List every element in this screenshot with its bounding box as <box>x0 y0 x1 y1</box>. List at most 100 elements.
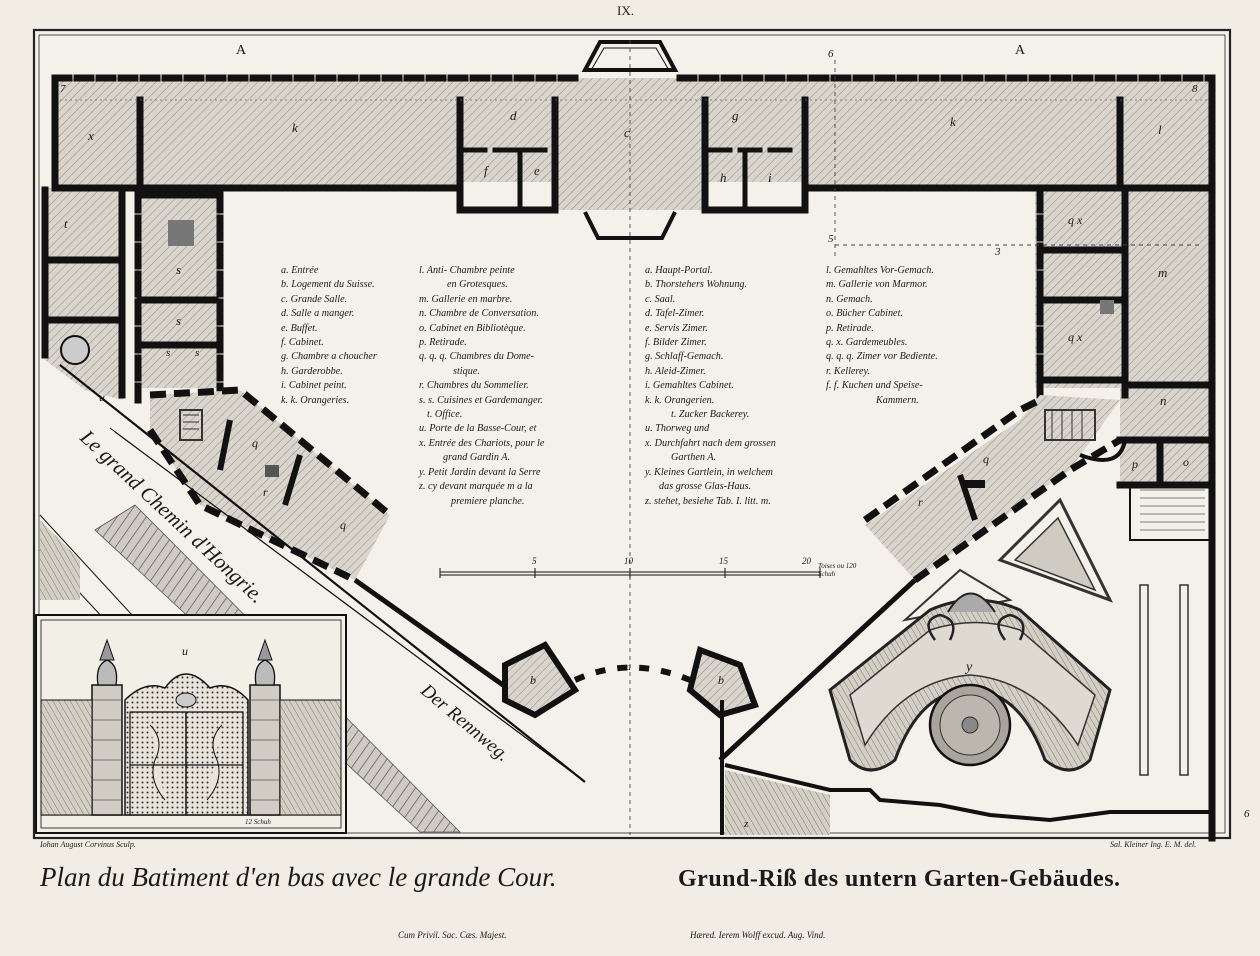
legend-item: l. Anti- Chambre peinte <box>419 265 515 276</box>
axis-label-a-left: A <box>236 43 247 58</box>
room-letter-b-left: b <box>530 673 536 687</box>
room-letter-k-right: k <box>950 114 956 129</box>
legend-item: i. Gemahltes Cabinet. <box>645 380 734 392</box>
engineer-signature: Sal. Kleiner Ing. E. M. del. <box>1110 840 1197 849</box>
axis-lines <box>629 40 1200 835</box>
legend-item: l. Gemahltes Vor-Gemach. <box>826 265 934 276</box>
legend-item: k. k. Orangerien. <box>645 394 715 406</box>
legend-german-col1: a. Haupt-Portal. b. Thorstehers Wohnung.… <box>645 264 776 509</box>
room-letter-u-gate: u <box>182 644 188 658</box>
room-letter-n: n <box>1160 393 1167 408</box>
room-letter-r-2: r <box>918 495 923 509</box>
legend-item: f. f. Kuchen und Speise- <box>826 380 923 392</box>
room-letter-z: z <box>744 818 749 830</box>
legend-item: en Grotesques. <box>447 279 508 291</box>
legend-item: r. Chambres du Sommelier. <box>419 380 529 392</box>
room-letter-t: t <box>64 216 68 231</box>
legend-item: e. Buffet. <box>281 322 318 334</box>
right-diagonal-wing <box>862 395 1127 583</box>
legend-item: das grosse Glas-Haus. <box>659 481 752 493</box>
legend-item: Kammern. <box>876 394 919 406</box>
legend-item: d. Tafel-Zimer. <box>645 308 705 320</box>
room-letter-c: c <box>624 125 630 140</box>
legend-item: g. Chambre a choucher <box>281 351 377 363</box>
scale-label-5: 5 <box>532 556 537 566</box>
room-letter-s-4: s <box>195 347 200 359</box>
room-letter-a: a <box>626 662 631 673</box>
privilege-note: Cum Privil. Sac. Cæs. Majest. <box>398 930 507 940</box>
legend-item: b. Thorstehers Wohnung. <box>645 279 748 291</box>
room-letter-f: f <box>484 163 488 178</box>
room-letter-l: l <box>1158 122 1162 137</box>
room-letter-k-left: k <box>292 120 298 135</box>
legend-item: Garthen A. <box>671 452 717 464</box>
legend-item: f. Cabinet. <box>281 337 324 349</box>
engraver-signature: Iohan August Corvinus Sculp. <box>40 840 136 849</box>
legend-item: b. Logement du Suisse. <box>281 279 375 291</box>
axis-label-8-right: 8 <box>1192 83 1198 95</box>
axis-label-6-bottom: 6 <box>1244 808 1250 820</box>
room-letter-q-3: q <box>983 452 989 466</box>
room-letter-s-3: s <box>166 347 171 359</box>
axis-label-3-right: 3 <box>995 246 1001 258</box>
legend-item: x. Durchfahrt nach dem grossen <box>645 437 776 449</box>
legend-item: a. Haupt-Portal. <box>645 265 713 276</box>
axis-label-7-left: 7 <box>60 83 66 95</box>
legend-item: z. cy devant marquée m a la <box>419 481 533 493</box>
legend-item: i. Cabinet peint. <box>281 380 347 392</box>
room-letter-x: x <box>88 128 94 143</box>
legend-item: c. Grande Salle. <box>281 293 348 305</box>
axis-label-5-mid: 5 <box>828 233 834 245</box>
scale-label-20: 20 <box>802 556 811 566</box>
legend-item: c. Saal. <box>645 293 676 305</box>
legend-item: o. Bücher Cabinet. <box>826 308 903 320</box>
room-letter-d: d <box>510 108 517 123</box>
room-letter-e: e <box>534 163 540 178</box>
room-letter-q-1: q <box>252 436 258 450</box>
legend-item: premiere planche. <box>451 495 525 507</box>
room-letter-u-road: u <box>99 390 105 404</box>
legend-item: y. Kleines Gartlein, in welchem <box>645 466 773 478</box>
legend-item: stique. <box>453 365 480 377</box>
room-letter-i: i <box>768 170 772 185</box>
legend-item: x. Entrée des Chariots, pour le <box>419 437 545 449</box>
legend-item: m. Gallerie von Marmor. <box>826 279 928 291</box>
legend-item: p. Retirade. <box>419 337 467 349</box>
legend-item: a. Entrée <box>281 265 319 276</box>
legend-item: h. Garderobbe. <box>281 365 343 377</box>
legend-item: s. s. Cuisines et Gardemanger. <box>419 394 543 406</box>
scale-label-10: 10 <box>624 556 633 566</box>
scale-label-15: 15 <box>719 556 728 566</box>
room-letter-o: o <box>1183 455 1189 469</box>
legend-item: z. stehet, besiehe Tab. I. litt. m. <box>645 495 771 507</box>
plate-number: IX. <box>617 3 634 18</box>
legend-item: p. Retirade. <box>826 322 874 334</box>
legend-item: m. Gallerie en marbre. <box>419 293 513 305</box>
legend-german-col2: l. Gemahltes Vor-Gemach. m. Gallerie von… <box>826 264 938 408</box>
gate-elevation-inset <box>35 614 347 834</box>
room-letter-m: m <box>1158 265 1168 280</box>
legend-item: grand Gardin A. <box>443 452 511 464</box>
inset-scale-label: 12 Schuh <box>245 818 271 826</box>
legend-item: r. Kellerey. <box>826 365 871 377</box>
room-letter-b-right: b <box>718 673 724 687</box>
legend-item: q. q. q. Chambres du Dome- <box>419 351 535 363</box>
legend-item: o. Cabinet en Bibliotèque. <box>419 322 526 334</box>
room-letter-y: y <box>966 660 973 675</box>
legend-item: k. k. Orangeries. <box>281 394 350 406</box>
room-letter-q-2: q <box>340 518 346 532</box>
walls-left-wing <box>41 186 224 404</box>
room-letter-p: p <box>1132 457 1138 471</box>
legend-item: d. Salle a manger. <box>281 308 355 320</box>
room-letter-s-2: s <box>176 313 182 328</box>
legend-item: n. Chambre de Conversation. <box>419 308 539 320</box>
title-french: Plan du Batiment d'en bas avec le grande… <box>40 862 557 892</box>
parterre-garden <box>720 484 1213 835</box>
legend-item: f. Bilder Zimer. <box>645 337 707 349</box>
axis-label-a-right: A <box>1015 43 1026 58</box>
scale-bar <box>439 568 821 578</box>
title-german: Grund-Riß des untern Garten-Gebäudes. <box>678 866 1121 892</box>
room-letter-s-1: s <box>176 262 182 277</box>
legend-french-col1: a. Entrée b. Logement du Suisse. c. Gran… <box>281 264 377 408</box>
